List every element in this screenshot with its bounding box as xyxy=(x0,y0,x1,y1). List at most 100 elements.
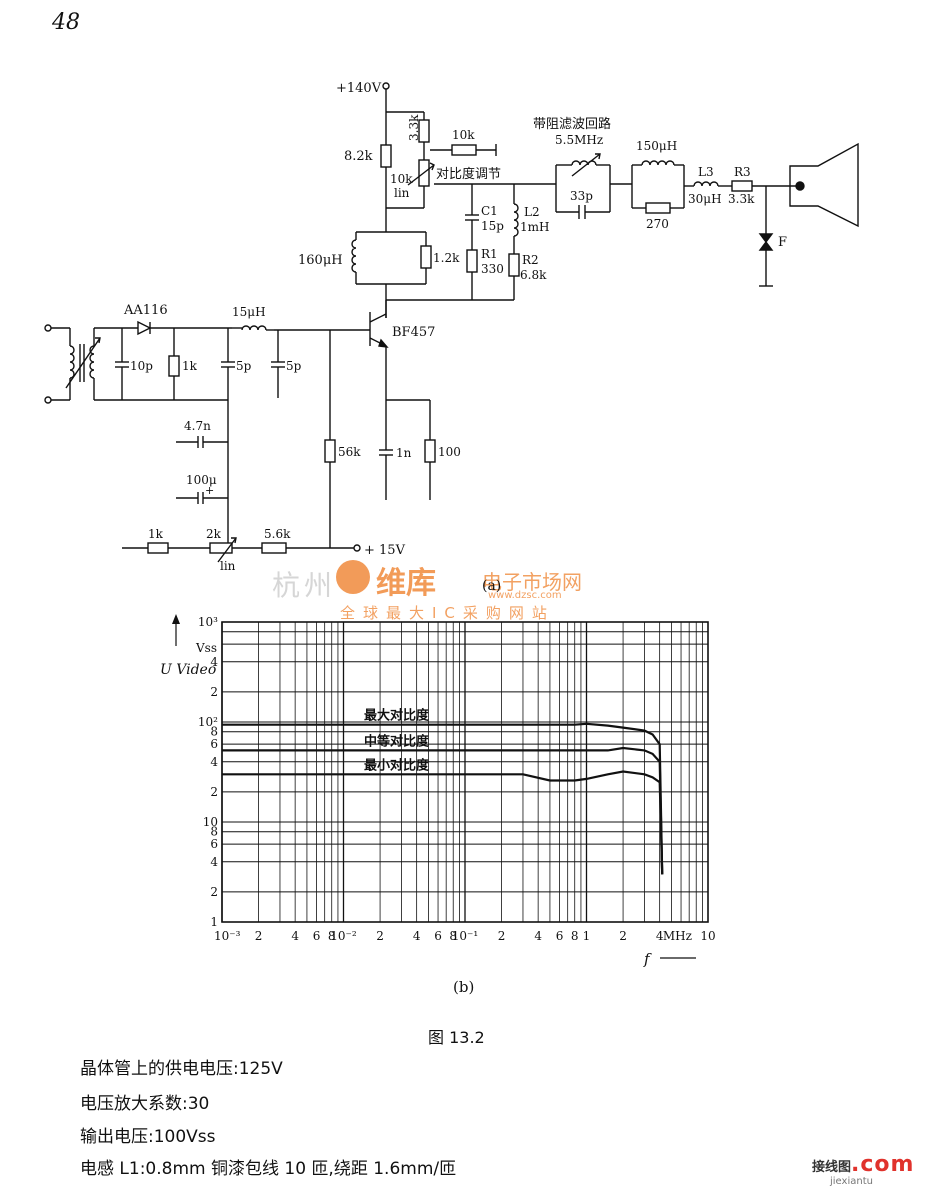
c-1n-label: 1n xyxy=(396,446,412,460)
pot-10k-type: lin xyxy=(394,186,410,200)
y-axis-label: U Video xyxy=(160,662,216,678)
l-150u-label: 150μH xyxy=(636,139,677,153)
contrast-adjust-label: 对比度调节 xyxy=(436,166,501,182)
watermark-company: 杭州 xyxy=(272,569,337,602)
watermark-slogan: 全球最大IC采购网站 xyxy=(340,604,555,622)
r-270-label: 270 xyxy=(646,217,669,231)
notch-freq: 5.5MHz xyxy=(555,133,603,147)
x-tick-label: 10⁻³ xyxy=(214,929,241,943)
y-tick-label: 6 xyxy=(210,737,218,751)
series-label-2: 中等对比度 xyxy=(364,733,430,749)
subfigure-label-b: (b) xyxy=(453,978,475,996)
y-tick-label: 2 xyxy=(210,785,218,799)
r2-value: 6.8k xyxy=(520,268,547,282)
l2-name: L2 xyxy=(524,205,540,219)
r2-name: R2 xyxy=(522,253,539,267)
x-tick-label: 4 xyxy=(413,929,421,943)
subfigure-label-a: (a) xyxy=(482,578,502,594)
r3-value: 3.3k xyxy=(728,192,755,206)
c-100u-polarity: + xyxy=(205,484,214,497)
spec-inductor: 电感 L1:0.8mm 铜漆包线 10 匝,绕距 1.6mm/匝 xyxy=(80,1159,457,1179)
x-tick-label: 6 xyxy=(434,929,442,943)
supply-bottom-label: + 15V xyxy=(364,543,406,558)
corner-logo-text: 接线图 xyxy=(812,1160,852,1175)
x-tick-label: 10⁻¹ xyxy=(452,929,478,943)
circuit-schematic: +140V 8.2k 3.3k 10k lin 10k 对比度调节 C1 15p… xyxy=(44,81,859,573)
y-tick-label: 2 xyxy=(210,885,218,899)
series-lines xyxy=(222,722,664,875)
c-5p-b-label: 5p xyxy=(286,359,302,373)
x-tick-label: 10 xyxy=(700,929,715,943)
r-1k-a-label: 1k xyxy=(182,359,198,373)
x-tick-label: 1 xyxy=(583,929,591,943)
y-tick-label: 2 xyxy=(210,685,218,699)
l3-value: 30μH xyxy=(688,192,722,206)
l2-value: 1mH xyxy=(520,220,549,234)
spec-supply-voltage: 晶体管上的供电电压:125V xyxy=(80,1059,283,1079)
l-15u-label: 15μH xyxy=(232,305,266,319)
x-tick-label: 2 xyxy=(619,929,627,943)
pot-2k-type: lin xyxy=(220,559,236,573)
l3-name: L3 xyxy=(698,165,714,179)
c-10p-label: 10p xyxy=(130,359,153,373)
x-tick-label: 8 xyxy=(328,929,336,943)
c-4n7-label: 4.7n xyxy=(184,419,211,433)
x-tick-label: 8 xyxy=(449,929,457,943)
watermark-brand: 维库 xyxy=(376,566,436,601)
pot-10k-label: 10k xyxy=(390,172,413,186)
y-tick-label: 6 xyxy=(210,837,218,851)
r-3k3-label: 3.3k xyxy=(407,114,421,141)
figure-caption: 图 13.2 xyxy=(428,1028,485,1047)
x-axis-label: f xyxy=(643,950,652,968)
x-tick-label: MHz xyxy=(663,929,692,943)
series-line-3 xyxy=(222,770,664,875)
x-tick-label: 4 xyxy=(656,929,664,943)
x-tick-label: 4 xyxy=(534,929,542,943)
y-tick-label: 10³ xyxy=(198,615,218,629)
series-label-1: 最大对比度 xyxy=(364,708,430,724)
y-tick-label: 10 xyxy=(203,815,218,829)
corner-logo-url: jiexiantu xyxy=(830,1176,873,1187)
corner-logo-domain: .com xyxy=(851,1152,915,1177)
y-tick-label: 8 xyxy=(210,725,218,739)
x-tick-label: 6 xyxy=(556,929,564,943)
y-tick-label: 8 xyxy=(210,825,218,839)
spec-output-voltage: 输出电压:100Vss xyxy=(80,1127,216,1147)
crt-tube-icon xyxy=(789,142,859,228)
notch-title: 带阻滤波回路 xyxy=(533,116,611,132)
r-56k-label: 56k xyxy=(338,445,361,459)
x-tick-label: 6 xyxy=(313,929,321,943)
x-tick-label: 2 xyxy=(498,929,506,943)
x-tick-label: 10⁻² xyxy=(330,929,357,943)
r-100-label: 100 xyxy=(438,445,461,459)
c-33p-label: 33p xyxy=(570,189,593,203)
x-tick-label: 8 xyxy=(571,929,579,943)
x-tick-label: 4 xyxy=(291,929,299,943)
y-axis-unit: Vss xyxy=(195,641,217,655)
r-8k2-label: 8.2k xyxy=(344,149,373,164)
r-10k-label: 10k xyxy=(452,128,475,142)
y-tick-label: 4 xyxy=(210,855,218,869)
c1-name: C1 xyxy=(481,204,498,218)
c-100u-label: 100μ xyxy=(186,473,217,487)
supply-top-label: +140V xyxy=(336,81,382,96)
l-160u-label: 160μH xyxy=(298,253,343,268)
x-tick-label: 2 xyxy=(255,929,263,943)
c1-value: 15p xyxy=(481,219,504,233)
c-5p-a-label: 5p xyxy=(236,359,252,373)
y-tick-label: 10² xyxy=(198,715,218,729)
plot-frame xyxy=(221,621,709,923)
y-tick-label: 1 xyxy=(210,915,218,929)
series-line-2 xyxy=(222,746,664,875)
r1-name: R1 xyxy=(481,247,498,261)
chart-grid-x xyxy=(221,622,703,922)
r3-name: R3 xyxy=(734,165,751,179)
y-tick-label: 4 xyxy=(210,755,218,769)
watermark-site: www.dzsc.com xyxy=(488,590,562,601)
series-label-3: 最小对比度 xyxy=(364,757,430,773)
x-tick-label: 2 xyxy=(376,929,384,943)
watermark-logo-icon xyxy=(336,560,370,594)
